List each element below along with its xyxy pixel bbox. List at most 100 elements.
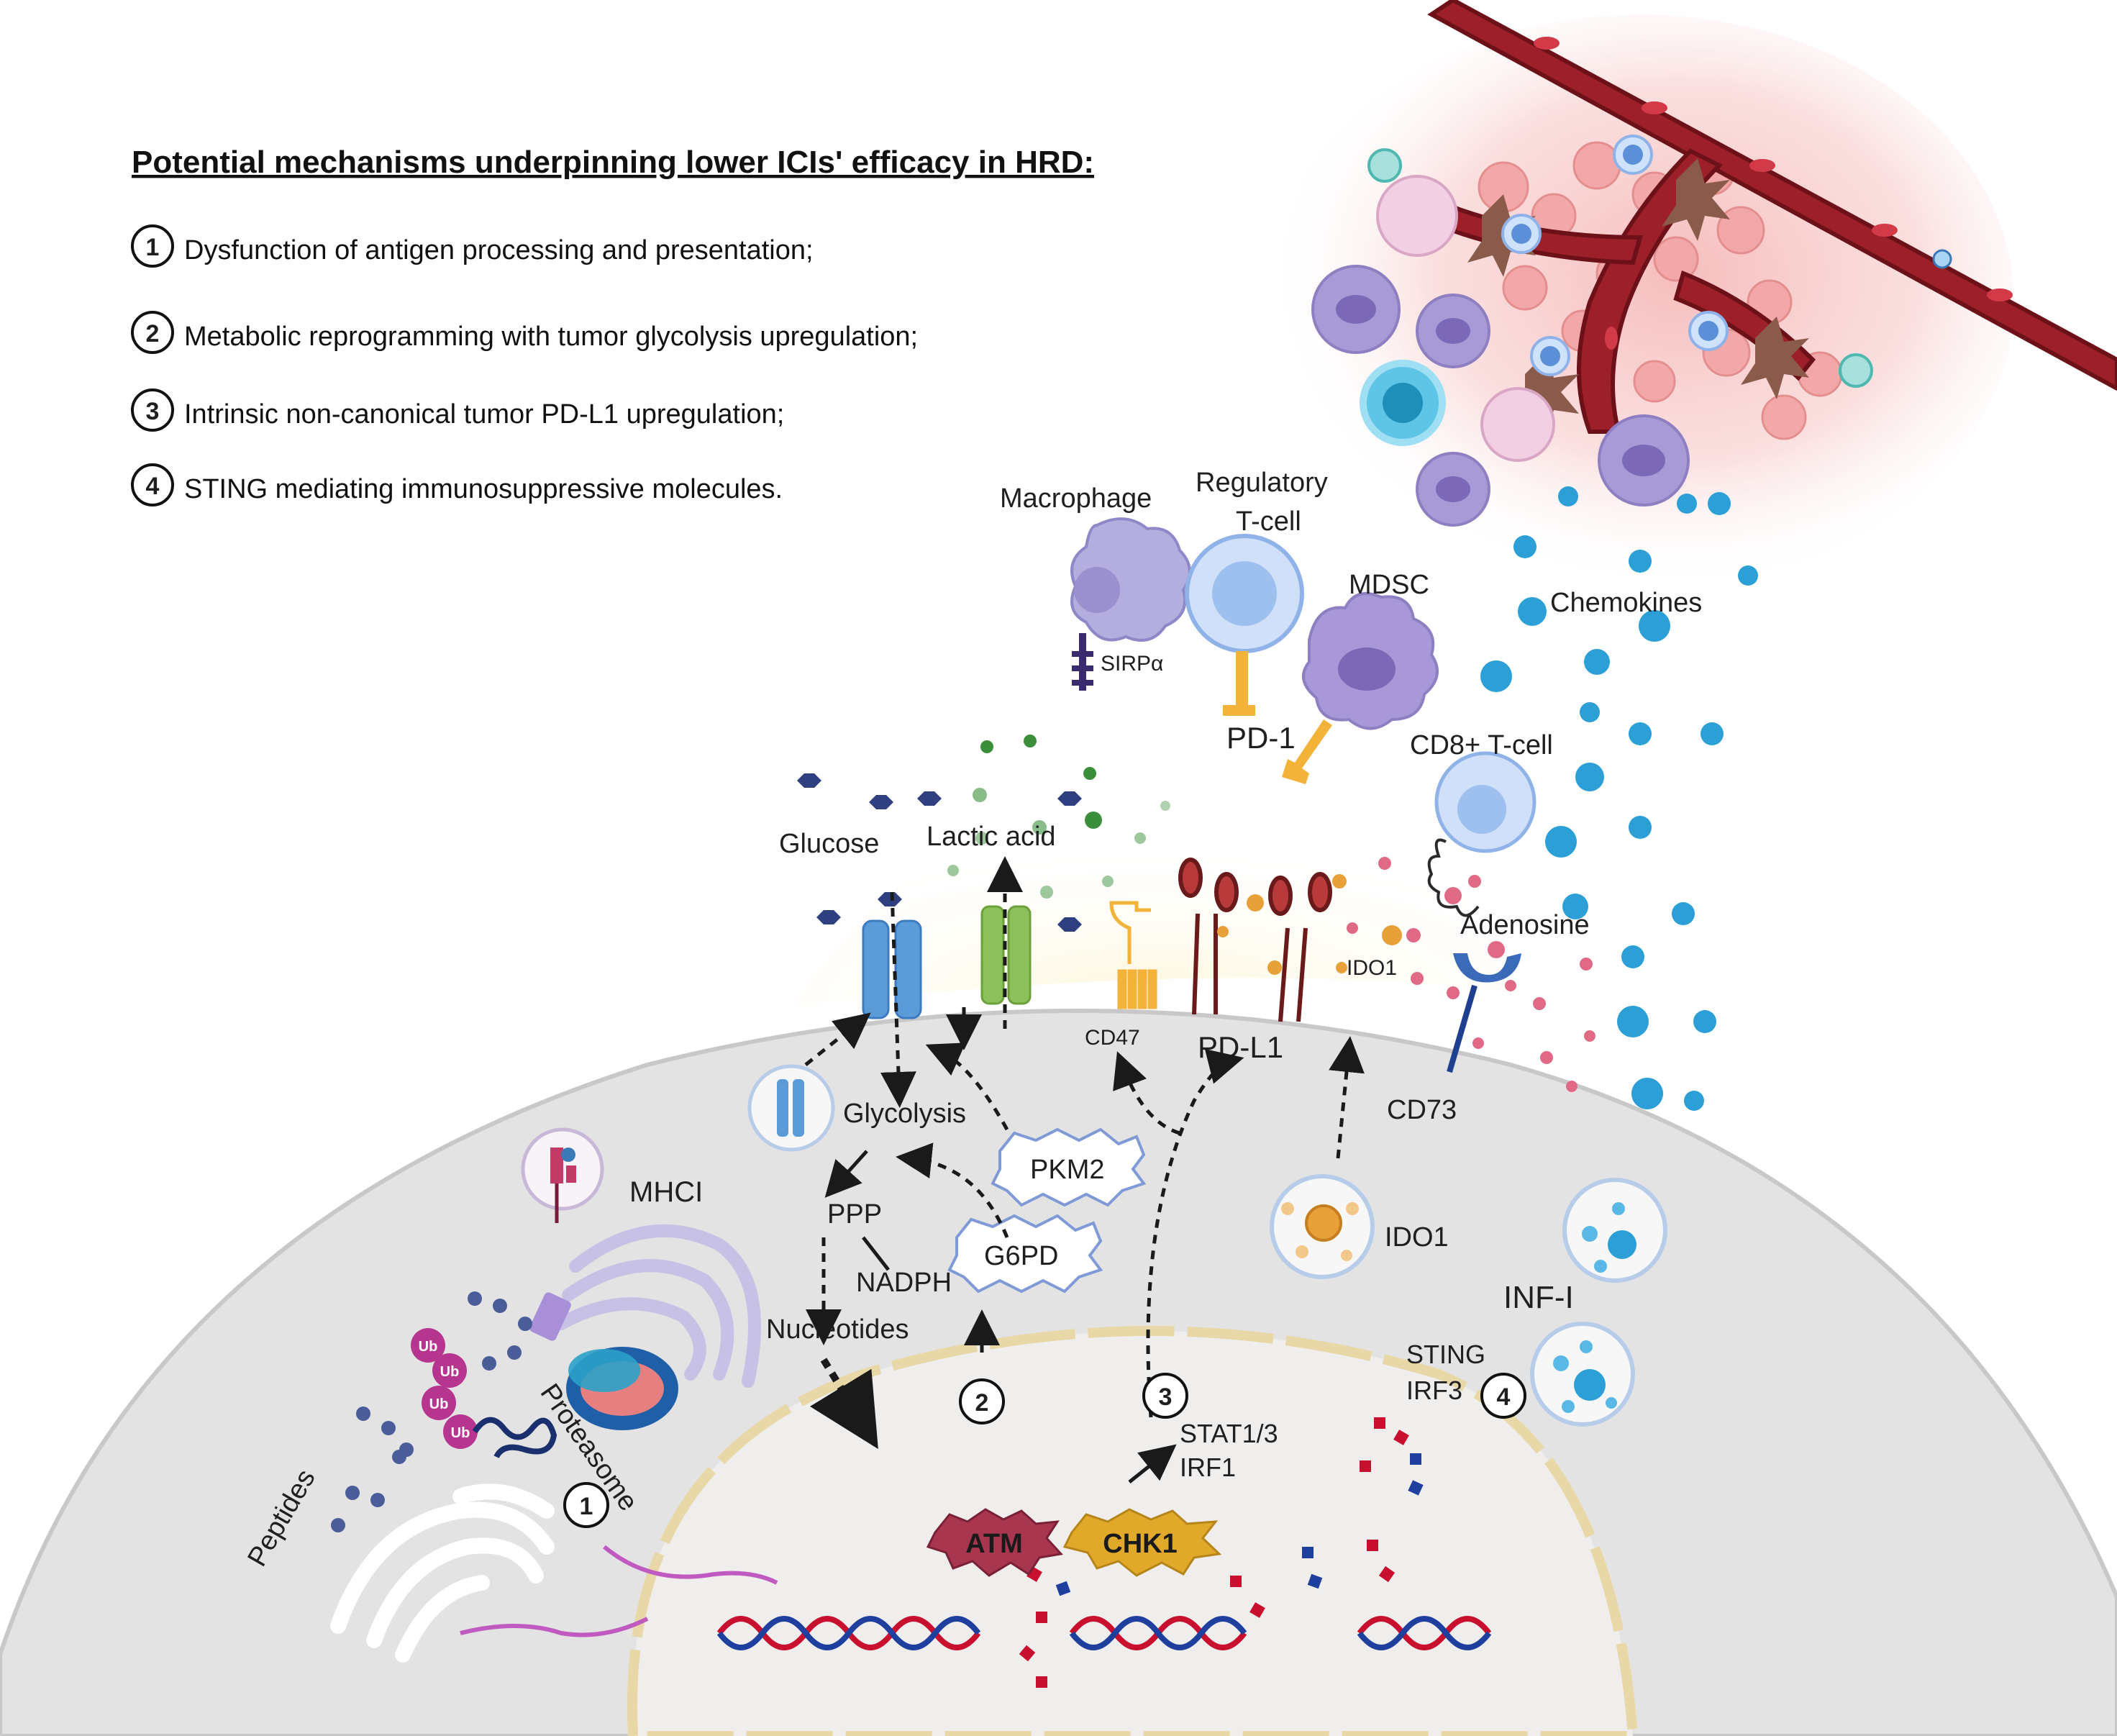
tme-immune-cells (1311, 135, 1873, 527)
stat-label: STAT1/3 (1180, 1419, 1278, 1448)
chk1-burst (1062, 1508, 1222, 1577)
treg-label-2: T-cell (1236, 506, 1301, 537)
ido1-molecules (1217, 874, 1402, 975)
ido1-label: IDO1 (1385, 1222, 1449, 1253)
irf3-label: IRF3 (1406, 1376, 1462, 1405)
peptide-dots (331, 1291, 532, 1532)
cd73-label: CD73 (1387, 1095, 1457, 1125)
mechanism-legend: Potential mechanisms underpinning lower … (131, 145, 1094, 506)
adenosine-label: Adenosine (1460, 910, 1590, 940)
pd1-label: PD-1 (1226, 721, 1296, 755)
mhci-bubble (521, 1127, 604, 1223)
marker-4: 4 (1480, 1373, 1526, 1419)
lactic-acid-label: Lactic acid (927, 822, 1056, 852)
atm-burst (926, 1508, 1063, 1577)
pkm2-label: PKM2 (1030, 1155, 1104, 1185)
pkm2-badge (991, 1127, 1147, 1207)
sting-label: STING (1406, 1340, 1485, 1369)
cd47-label: CD47 (1085, 1026, 1140, 1050)
treg-label-1: Regulatory (1196, 468, 1328, 498)
glut-transporter (862, 919, 922, 1019)
legend-item-4: 4 STING mediating immunosuppressive mole… (131, 463, 783, 506)
legend-number: 3 (146, 398, 160, 425)
mdsc-cell (1282, 592, 1439, 784)
legend-number: 2 (146, 320, 160, 347)
irf1-label: IRF1 (1180, 1453, 1236, 1482)
regulatory-tcell (1185, 534, 1304, 716)
lactic-acid-molecules (947, 735, 1170, 899)
marker-number: 1 (580, 1493, 593, 1520)
pdl1-receptors (1178, 858, 1332, 1022)
pdl1-label: PD-L1 (1198, 1030, 1283, 1064)
ppp-label: PPP (827, 1199, 882, 1230)
golgi-apparatus (555, 1224, 761, 1388)
adenosine-molecules (1347, 857, 1595, 1092)
number-badge-icon (131, 224, 174, 268)
cd8-tcell (1427, 751, 1536, 917)
dna-strands (716, 1616, 1492, 1650)
marker-3: 3 (1142, 1373, 1188, 1419)
mhci-label: MHCI (629, 1176, 703, 1208)
ubiquitin-chain: Ub Ub Ub Ub (411, 1328, 557, 1459)
cd47-receptor (1109, 901, 1157, 1009)
cd8-label: CD8+ T-cell (1410, 730, 1553, 760)
legend-text: STING mediating immunosuppressive molecu… (184, 474, 783, 504)
nadph-label: NADPH (856, 1268, 952, 1298)
proteasome-icon (566, 1347, 678, 1430)
marker-1: 1 (563, 1482, 609, 1528)
blood-cell-icon (1932, 249, 1952, 269)
legend-text: Metabolic reprogramming with tumor glyco… (184, 322, 918, 352)
endoplasmic-reticulum (330, 1483, 555, 1663)
marker-2: 2 (959, 1378, 1005, 1424)
macrophage-label: Macrophage (1000, 483, 1152, 514)
macrophage-cell (1070, 517, 1191, 691)
mdsc-label: MDSC (1349, 570, 1429, 600)
chemokines-label: Chemokines (1550, 588, 1702, 618)
g6pd-badge (947, 1214, 1103, 1294)
mhci-trafficking-icon (529, 1292, 571, 1341)
infi-vesicle-bottom (1530, 1322, 1635, 1427)
inflammation-halo (1266, 14, 2014, 590)
mct-transporter (980, 905, 1032, 1005)
mrna-strands (460, 1545, 778, 1637)
nucleotides-label: Nucleotides (766, 1314, 909, 1345)
legend-number: 1 (146, 234, 160, 261)
glucose-label: Glucose (779, 829, 879, 859)
membrane-glow (791, 763, 1511, 1007)
marker-number: 3 (1159, 1383, 1173, 1411)
marker-number: 4 (1497, 1383, 1511, 1411)
chk1-label: CHK1 (1103, 1529, 1177, 1559)
number-badge-icon (131, 388, 174, 432)
ub-label: Ub (419, 1339, 438, 1355)
pathway-arrows (804, 856, 1365, 1450)
glucose-molecules (797, 773, 1082, 932)
infi-vesicle-top (1562, 1178, 1667, 1283)
ido1-small-label: IDO1 (1347, 956, 1397, 980)
legend-text: Intrinsic non-canonical tumor PD-L1 upre… (184, 399, 784, 430)
legend-number: 4 (146, 473, 160, 500)
ub-label: Ub (429, 1396, 449, 1412)
ub-label: Ub (451, 1425, 470, 1441)
chemokine-dots (1480, 486, 1758, 1141)
marker-number: 2 (975, 1389, 989, 1417)
glut-bubble (747, 1064, 835, 1152)
tumor-microenvironment (1266, 0, 2117, 590)
legend-item-2: 2 Metabolic reprogramming with tumor gly… (131, 311, 918, 354)
legend-item-3: 3 Intrinsic non-canonical tumor PD-L1 up… (131, 388, 784, 432)
number-badge-icon (131, 463, 174, 506)
infi-label: INF-I (1503, 1280, 1574, 1315)
number-badge-icon (131, 311, 174, 354)
cd73-receptor (1447, 953, 1521, 1073)
glycolysis-label: Glycolysis (843, 1099, 966, 1129)
legend-title: Potential mechanisms underpinning lower … (132, 145, 1094, 180)
legend-text: Dysfunction of antigen processing and pr… (184, 235, 814, 265)
g6pd-label: G6PD (984, 1241, 1058, 1271)
chk1-to-stat-arrow (1128, 1444, 1177, 1483)
ub-label: Ub (440, 1364, 460, 1380)
dna-fragments (1019, 1417, 1424, 1688)
legend-item-1: 1 Dysfunction of antigen processing and … (131, 224, 814, 268)
ido1-bubble (1270, 1174, 1375, 1279)
sirpa-label: SIRPα (1101, 652, 1163, 676)
atm-label: ATM (965, 1529, 1023, 1559)
